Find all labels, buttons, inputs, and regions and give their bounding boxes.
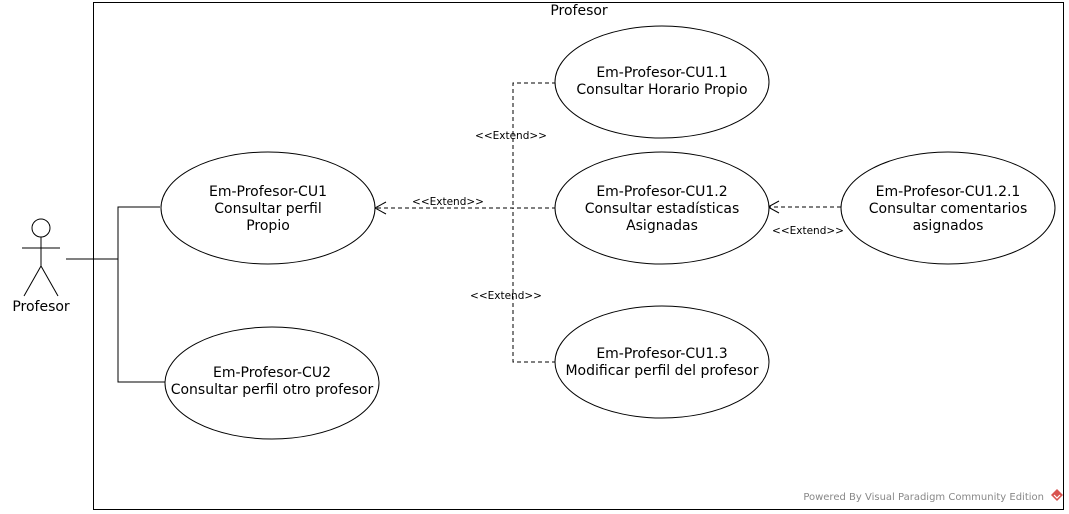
use-case-cu13[interactable]: Em-Profesor-CU1.3 Modificar perfil del p… <box>554 305 770 419</box>
use-case-cu121[interactable]: Em-Profesor-CU1.2.1 Consultar comentario… <box>840 151 1056 265</box>
use-case-cu2-line-1: Em-Profesor-CU2 <box>213 365 331 381</box>
association-cu1 <box>66 206 160 260</box>
use-case-cu2-line-2: Consultar perfil otro profesor <box>171 382 374 398</box>
actor-profesor[interactable]: Profesor <box>12 218 70 315</box>
actor-right-leg <box>40 265 59 297</box>
extend-cu11-cu1 <box>512 82 556 208</box>
use-case-cu1-line-3: Propio <box>246 218 290 234</box>
use-case-cu11-line-2: Consultar Horario Propio <box>576 82 747 98</box>
use-case-cu12-line-3: Asignadas <box>626 218 698 234</box>
use-case-cu1[interactable]: Em-Profesor-CU1 Consultar perfil Propio <box>160 151 376 265</box>
extend-cu13-cu1 <box>512 208 556 363</box>
use-case-cu11-shape <box>554 25 770 139</box>
use-case-cu12-line-1: Em-Profesor-CU1.2 <box>596 184 727 200</box>
use-case-cu13-shape <box>554 305 770 419</box>
use-case-cu1-line-2: Consultar perfil <box>214 201 322 217</box>
watermark-text: Powered By Visual Paradigm Community Edi… <box>803 492 1044 503</box>
use-case-cu11-line-1: Em-Profesor-CU1.1 <box>596 65 727 81</box>
visual-paradigm-logo-icon <box>1051 489 1063 501</box>
system-title: Profesor <box>550 3 608 19</box>
use-case-cu13-line-2: Modificar perfil del profesor <box>565 363 758 379</box>
use-case-cu12-line-2: Consultar estadísticas <box>585 201 740 217</box>
use-case-cu2-shape <box>164 326 380 440</box>
use-case-cu13-line-1: Em-Profesor-CU1.3 <box>596 346 727 362</box>
extend-label-cu12: <<Extend>> <box>412 196 484 208</box>
use-case-cu1-line-1: Em-Profesor-CU1 <box>209 184 327 200</box>
actor-left-leg <box>23 265 42 297</box>
actor-label: Profesor <box>12 299 70 315</box>
use-case-cu11[interactable]: Em-Profesor-CU1.1 Consultar Horario Prop… <box>554 25 770 139</box>
extend-label-cu13: <<Extend>> <box>470 290 542 302</box>
use-case-cu1-shape <box>160 151 376 265</box>
use-case-cu121-line-1: Em-Profesor-CU1.2.1 <box>876 184 1021 200</box>
extend-label-cu121: <<Extend>> <box>772 225 844 237</box>
extend-label-cu11: <<Extend>> <box>475 130 547 142</box>
use-case-cu12[interactable]: Em-Profesor-CU1.2 Consultar estadísticas… <box>554 151 770 265</box>
use-case-cu12-shape <box>554 151 770 265</box>
actor-head <box>31 218 51 238</box>
use-case-cu121-shape <box>840 151 1056 265</box>
association-cu2 <box>117 259 165 383</box>
use-case-cu121-line-3: asignados <box>913 218 984 234</box>
use-case-cu121-line-2: Consultar comentarios <box>869 201 1028 217</box>
use-case-cu2[interactable]: Em-Profesor-CU2 Consultar perfil otro pr… <box>164 326 380 440</box>
